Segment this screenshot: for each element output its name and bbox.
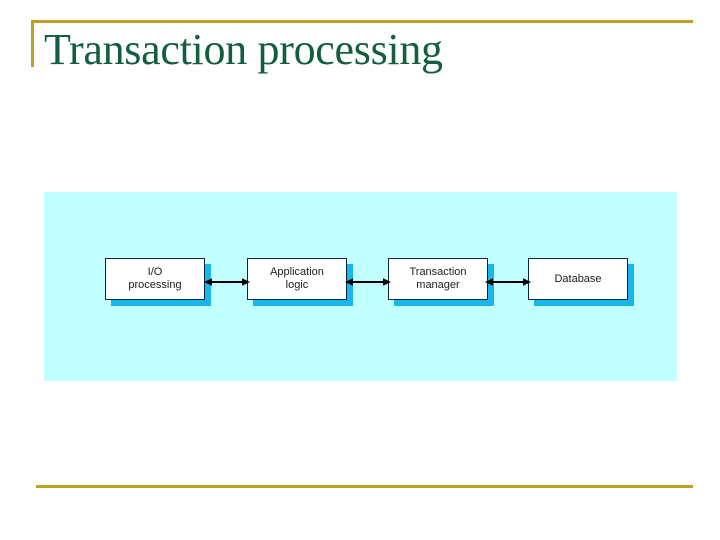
diagram-box-transaction-manager: Transaction manager (388, 258, 488, 300)
transaction-processing-diagram: I/O processing Application logic Transac… (44, 192, 677, 381)
diagram-box-label: Database (554, 272, 602, 285)
title-accent-left-rule (31, 20, 34, 67)
page-title: Transaction processing (44, 25, 443, 74)
footer-rule (36, 485, 693, 488)
double-arrow-icon (485, 276, 531, 288)
double-arrow-icon (345, 276, 391, 288)
diagram-box-application-logic: Application logic (247, 258, 347, 300)
diagram-box-label: I/O processing (128, 266, 182, 291)
double-arrow-icon (204, 276, 250, 288)
title-accent-top-rule (31, 20, 693, 23)
diagram-box-label: Transaction manager (409, 266, 467, 291)
diagram-box-label: Application logic (270, 266, 324, 291)
diagram-box-io-processing: I/O processing (105, 258, 205, 300)
diagram-box-database: Database (528, 258, 628, 300)
